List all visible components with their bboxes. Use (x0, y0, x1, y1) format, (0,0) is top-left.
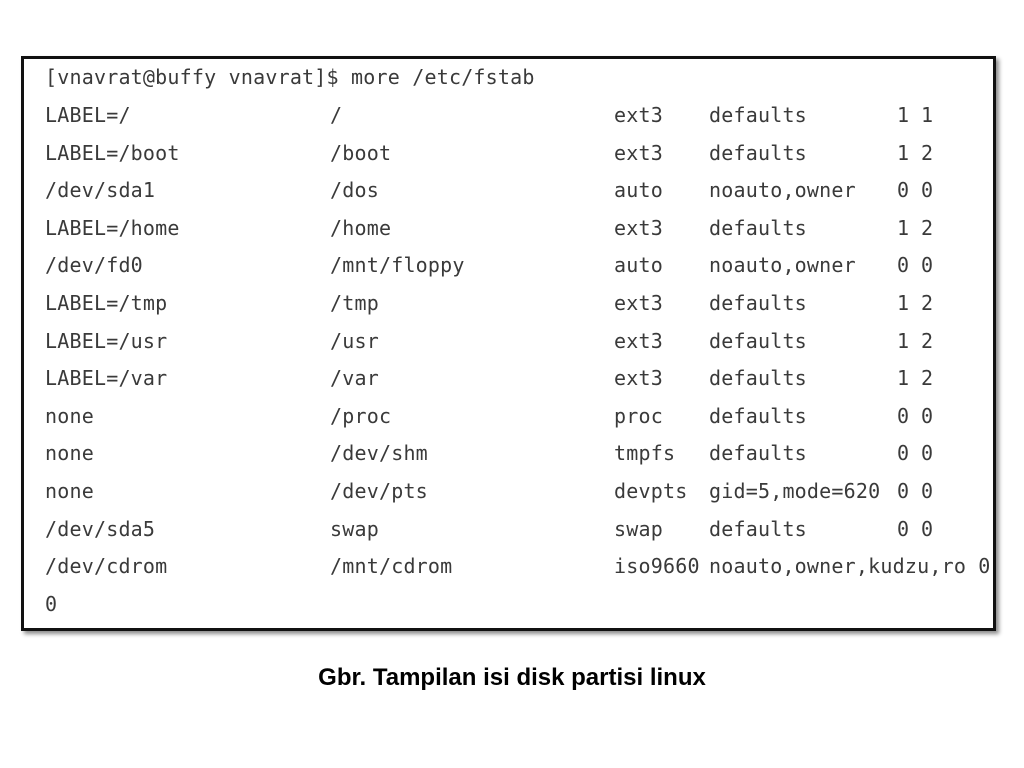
fstab-dump: 0 (897, 479, 910, 503)
fstab-fs-type: iso9660 (614, 554, 700, 579)
fstab-options: defaults (709, 291, 807, 315)
fstab-pass: 0 (921, 479, 934, 503)
fstab-dump: 0 (897, 253, 910, 278)
terminal-prompt: [vnavrat@buffy vnavrat]$ more /etc/fstab (45, 65, 535, 89)
fstab-device: LABEL=/home (45, 215, 180, 240)
fstab-options: defaults (709, 516, 807, 541)
fstab-mount-point: /usr (330, 328, 379, 353)
fstab-device: none (45, 403, 94, 428)
fstab-pass: 0 (921, 403, 934, 428)
fstab-options: noauto,owner,kudzu,ro 0 (709, 554, 991, 579)
fstab-mount-point: /var (330, 366, 379, 391)
fstab-pass: 2 (921, 366, 934, 391)
fstab-dump: 1 (897, 103, 910, 127)
fstab-device: LABEL=/var (45, 366, 168, 391)
fstab-options: noauto,owner (709, 253, 856, 278)
fstab-fs-type: ext3 (614, 103, 663, 127)
fstab-dump: 0 (897, 441, 910, 466)
fstab-fs-type: swap (614, 516, 663, 541)
fstab-options: noauto,owner (709, 178, 856, 203)
fstab-dump: 1 (897, 215, 910, 240)
fstab-pass: 2 (921, 328, 934, 353)
fstab-options: defaults (709, 366, 807, 391)
fstab-device: /dev/fd0 (45, 253, 143, 278)
fstab-mount-point: / (330, 103, 343, 127)
fstab-dump: 0 (897, 516, 910, 541)
fstab-dump: 1 (897, 140, 910, 165)
wrapped-line: 0 (45, 591, 58, 616)
fstab-dump: 1 (897, 366, 910, 391)
fstab-mount-point: /home (330, 215, 392, 240)
fstab-pass: 0 (921, 253, 934, 278)
fstab-device: LABEL=/usr (45, 328, 168, 353)
fstab-device: /dev/cdrom (45, 554, 168, 579)
fstab-fs-type: tmpfs (614, 441, 676, 466)
fstab-options: defaults (709, 215, 807, 240)
fstab-fs-type: ext3 (614, 291, 663, 315)
fstab-device: LABEL=/ (45, 103, 131, 127)
fstab-mount-point: /mnt/floppy (330, 253, 465, 278)
fstab-mount-point: /boot (330, 140, 392, 165)
fstab-fs-type: ext3 (614, 366, 663, 391)
fstab-mount-point: /tmp (330, 291, 379, 315)
fstab-mount-point: /mnt/cdrom (330, 554, 453, 579)
fstab-mount-point: /dos (330, 178, 379, 203)
fstab-fs-type: proc (614, 403, 663, 428)
fstab-pass: 0 (921, 178, 934, 203)
fstab-options: gid=5,mode=620 (709, 479, 881, 503)
fstab-device: none (45, 441, 94, 466)
fstab-fs-type: auto (614, 178, 663, 203)
fstab-mount-point: /dev/pts (330, 479, 428, 503)
terminal-window: [vnavrat@buffy vnavrat]$ more /etc/fstab… (21, 56, 996, 631)
fstab-device: /dev/sda1 (45, 178, 156, 203)
fstab-dump: 0 (897, 178, 910, 203)
fstab-mount-point: /dev/shm (330, 441, 428, 466)
fstab-dump: 1 (897, 291, 910, 315)
fstab-fs-type: devpts (614, 479, 688, 503)
fstab-options: defaults (709, 140, 807, 165)
fstab-mount-point: swap (330, 516, 379, 541)
fstab-dump: 0 (897, 403, 910, 428)
fstab-options: defaults (709, 103, 807, 127)
fstab-device: none (45, 479, 94, 503)
fstab-pass: 0 (921, 441, 934, 466)
figure-caption: Gbr. Tampilan isi disk partisi linux (318, 664, 706, 691)
fstab-fs-type: ext3 (614, 215, 663, 240)
fstab-options: defaults (709, 403, 807, 428)
fstab-options: defaults (709, 441, 807, 466)
fstab-options: defaults (709, 328, 807, 353)
fstab-fs-type: ext3 (614, 328, 663, 353)
fstab-mount-point: /proc (330, 403, 392, 428)
fstab-fs-type: ext3 (614, 140, 663, 165)
fstab-pass: 0 (921, 516, 934, 541)
fstab-device: LABEL=/boot (45, 140, 180, 165)
fstab-pass: 2 (921, 140, 934, 165)
fstab-device: /dev/sda5 (45, 516, 156, 541)
fstab-device: LABEL=/tmp (45, 291, 168, 315)
fstab-pass: 2 (921, 291, 934, 315)
fstab-fs-type: auto (614, 253, 663, 278)
fstab-dump: 1 (897, 328, 910, 353)
table-row: /dev/cdrom/mnt/cdrom iso9660 noauto,owner,… (24, 554, 993, 584)
fstab-pass: 1 (921, 103, 934, 127)
fstab-pass: 2 (921, 215, 934, 240)
